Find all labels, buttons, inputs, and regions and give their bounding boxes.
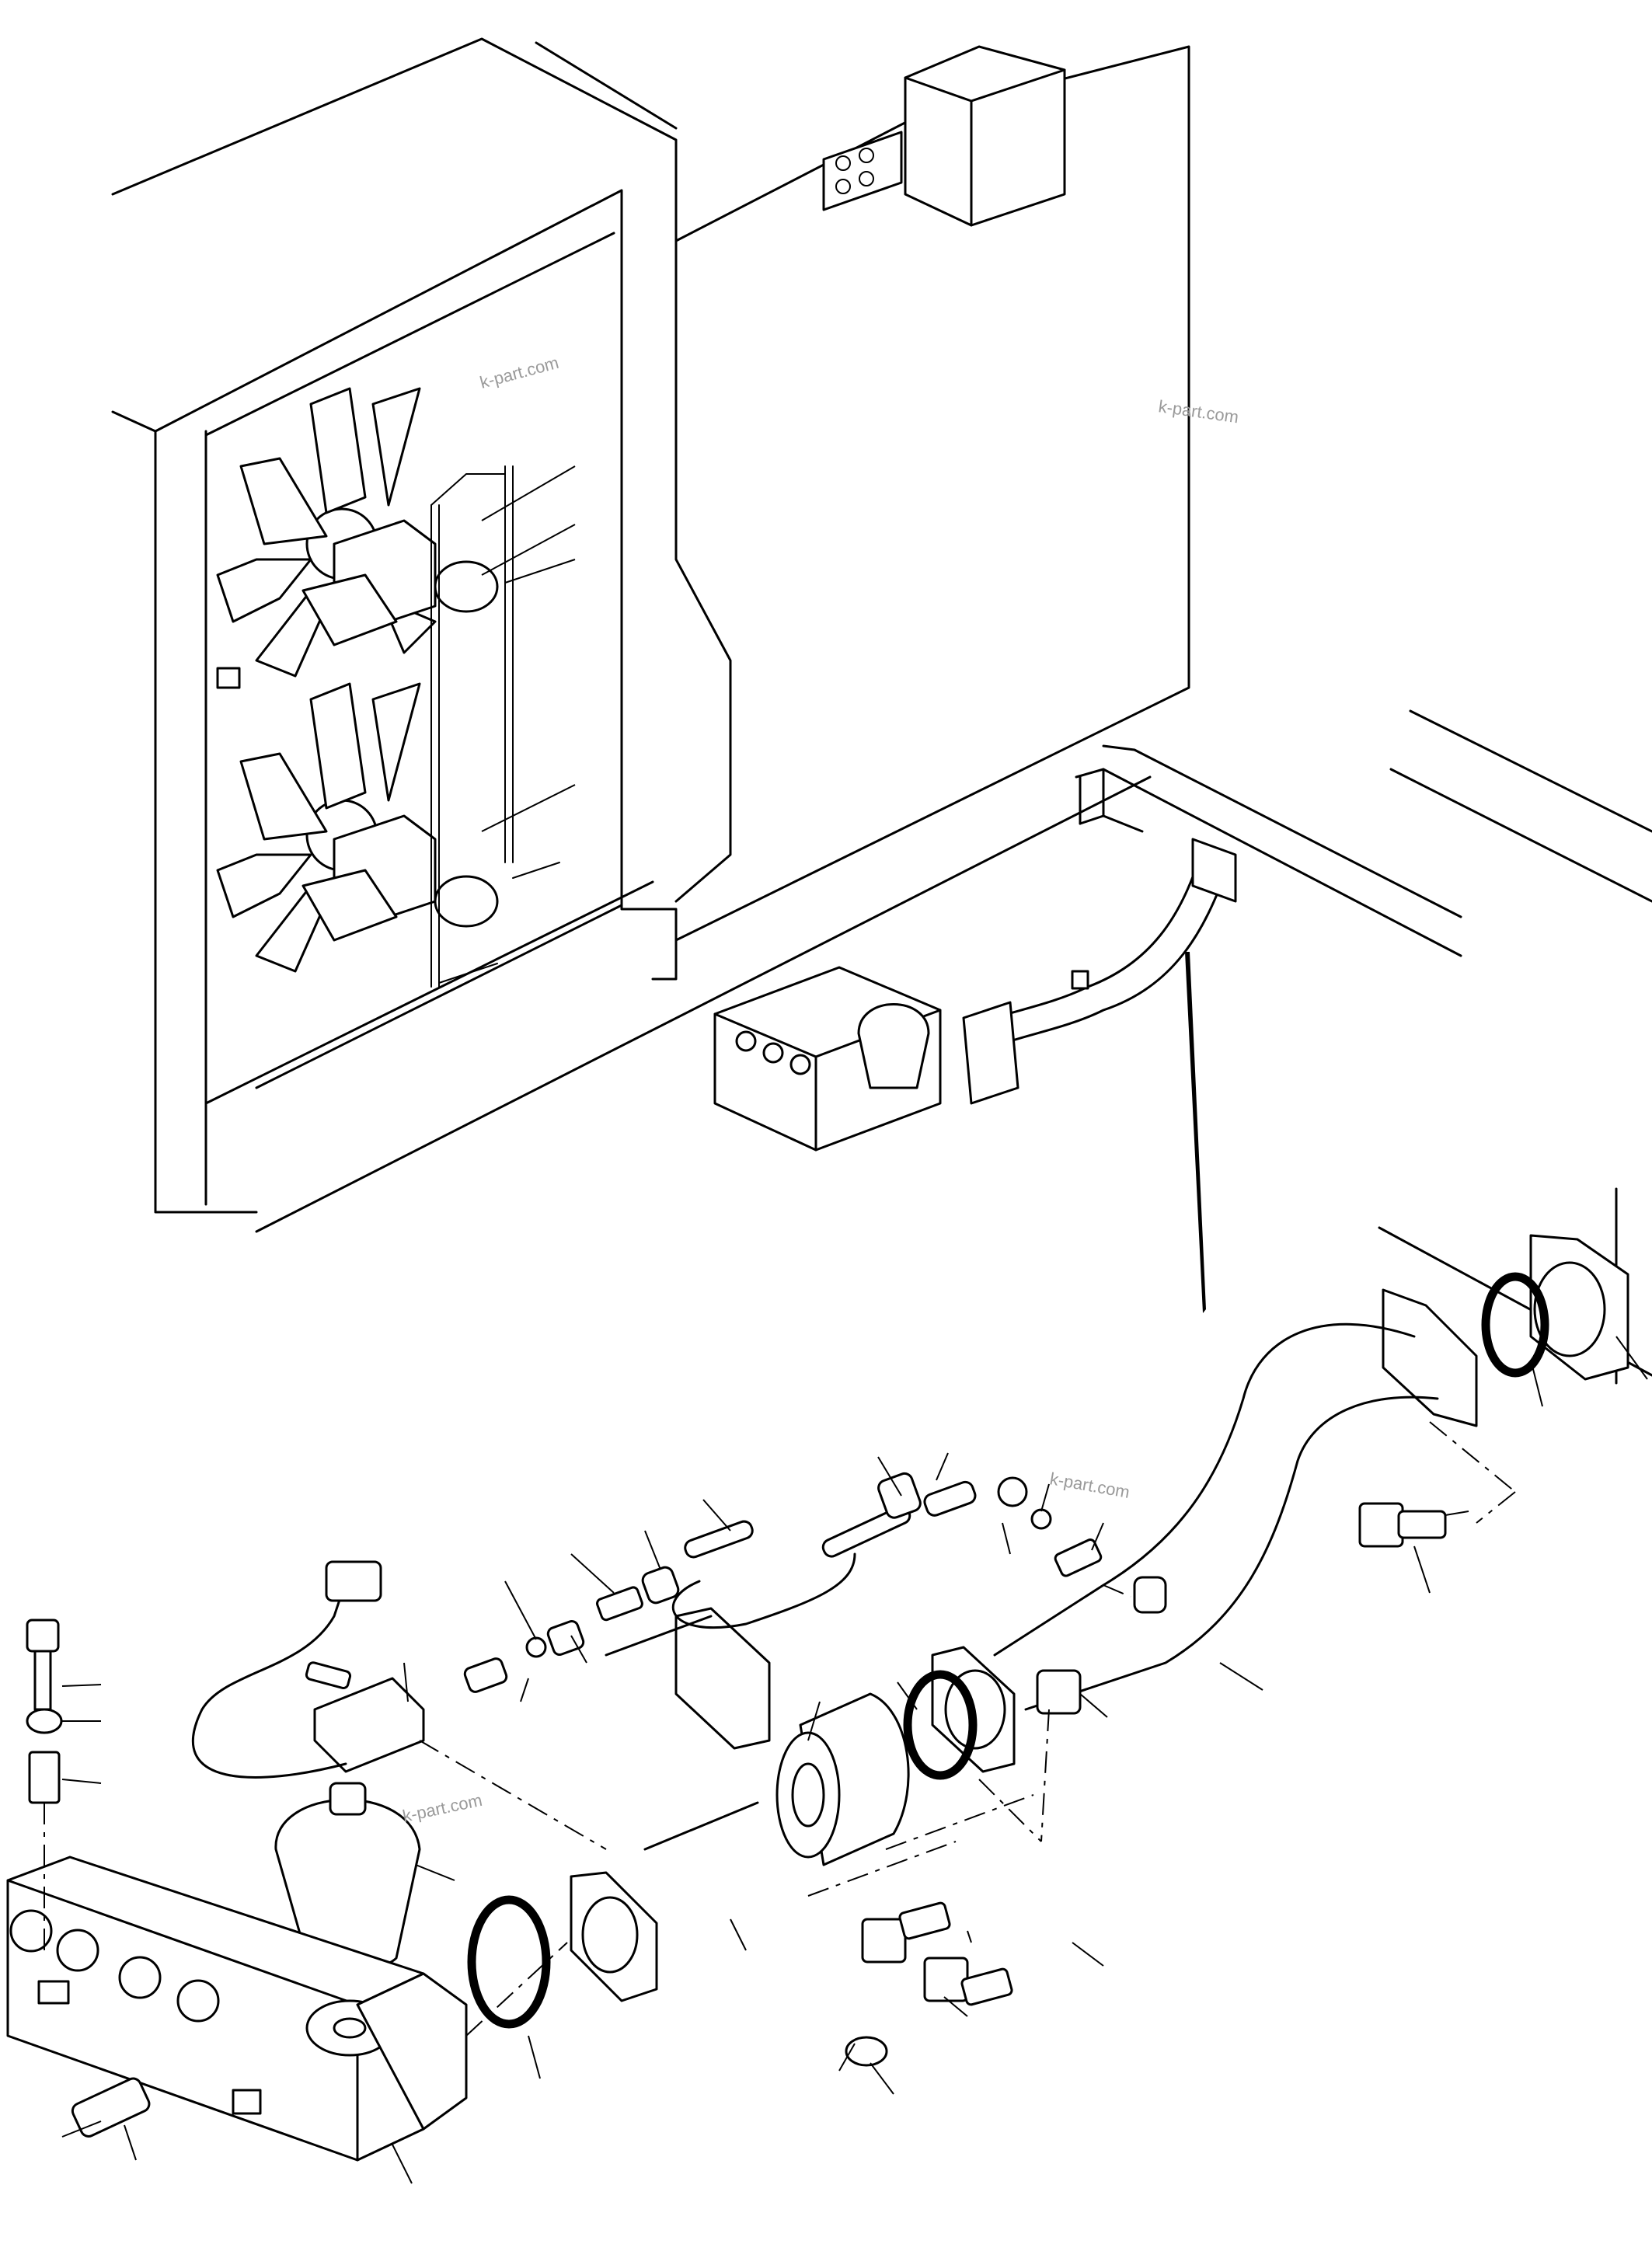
- o-ring-case-flange: [467, 1895, 551, 2029]
- strainer-case: [570, 1607, 771, 2002]
- bolts-and-nuts: [26, 1502, 1447, 2138]
- watermark-2: k-part.com: [1157, 396, 1239, 427]
- o-ring-frame-leader: [1530, 1359, 1543, 1407]
- assembled-suction-pipe: [713, 838, 1237, 1152]
- o-ring-frame-flange: [1481, 1272, 1549, 1378]
- o-ring-pipe-flange: [903, 1670, 978, 1780]
- frame-rail-upper: [1075, 744, 1462, 957]
- cooling-fan-lower: [216, 682, 437, 973]
- fittings-group: [463, 1472, 1103, 1693]
- assembly-arrow: [1185, 952, 1206, 1313]
- hydraulic-motor-lines: [216, 465, 576, 988]
- callout-leaders: [61, 1336, 1648, 2184]
- pressure-switch: [191, 1560, 425, 1779]
- electrical-box: [822, 45, 1066, 227]
- machine-frame: [111, 37, 1190, 1233]
- assembly-center-lines: [44, 1421, 1516, 2037]
- manifold-block: [6, 1856, 468, 2162]
- cooling-fan-upper: [216, 387, 437, 678]
- watermark-3: k-part.com: [1048, 1469, 1131, 1502]
- strainer-element: [775, 1692, 910, 1866]
- frame-rail-lower: [1378, 709, 1652, 1385]
- watermark-4: k-part.com: [401, 1790, 484, 1826]
- watermark-1: k-part.com: [478, 353, 561, 392]
